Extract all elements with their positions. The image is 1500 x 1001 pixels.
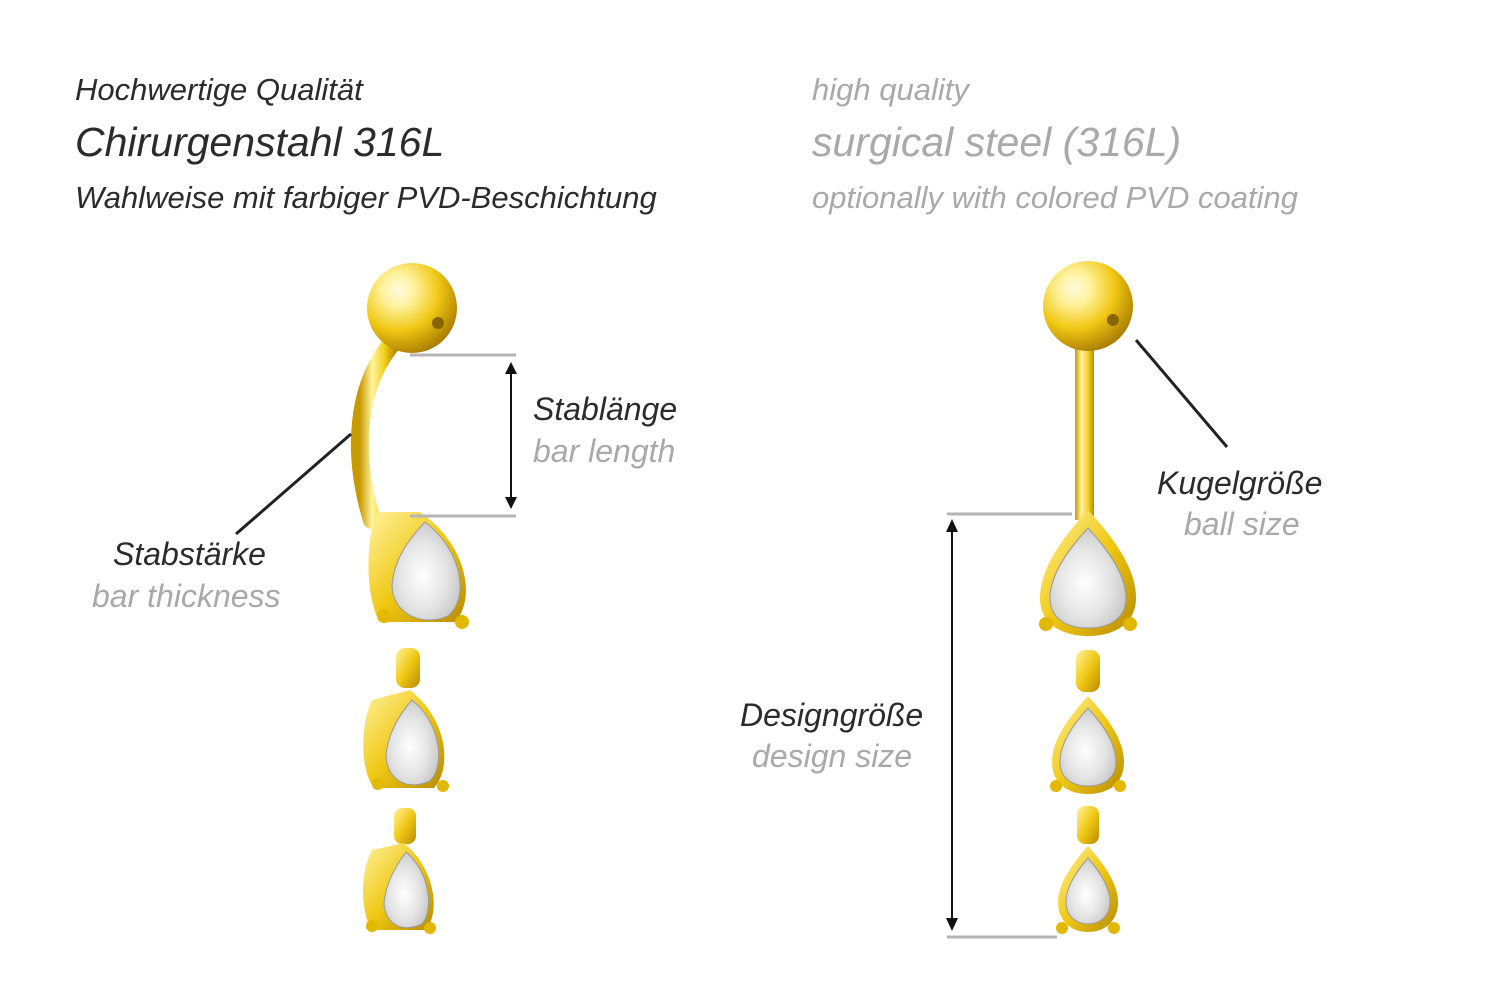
- header-de-quality: Hochwertige Qualität: [75, 72, 363, 107]
- left-gem-1: [368, 512, 469, 629]
- label-bar-length-en: bar length: [533, 433, 676, 469]
- bar-thickness-pointer: [235, 432, 352, 536]
- label-ball-size-en: ball size: [1184, 506, 1300, 542]
- design-size-dimension: [946, 512, 1072, 939]
- right-gem-2: [1050, 696, 1126, 794]
- right-gem-3: [1056, 846, 1120, 934]
- left-gem-3: [363, 843, 436, 934]
- right-gem-1: [1039, 510, 1137, 636]
- left-link-1: [396, 648, 420, 688]
- ball-size-pointer: [1134, 339, 1229, 448]
- right-piercing: [1039, 261, 1137, 934]
- left-piercing: [350, 263, 469, 934]
- label-bar-thickness-de: Stabstärke: [113, 536, 266, 572]
- header-de-coating: Wahlweise mit farbiger PVD-Beschichtung: [75, 180, 657, 215]
- right-link-2: [1077, 806, 1099, 844]
- bar-length-dimension: [410, 353, 517, 518]
- right-straight-bar: [1075, 330, 1094, 520]
- left-gem-2: [363, 690, 449, 792]
- label-design-size-en: design size: [752, 738, 913, 774]
- left-curved-bar: [350, 331, 404, 529]
- label-bar-length-de: Stablänge: [533, 391, 678, 427]
- right-link-1: [1076, 650, 1100, 692]
- header-en-coating: optionally with colored PVD coating: [812, 180, 1298, 215]
- right-top-ball: [1043, 261, 1133, 351]
- header-en-quality: high quality: [812, 72, 969, 107]
- header-en-material: surgical steel (316L): [812, 119, 1182, 165]
- label-ball-size-de: Kugelgröße: [1157, 465, 1323, 501]
- label-bar-thickness-en: bar thickness: [92, 578, 281, 614]
- header-de-material: Chirurgenstahl 316L: [75, 119, 445, 165]
- label-design-size-de: Designgröße: [740, 697, 924, 733]
- left-top-ball: [367, 263, 457, 353]
- left-link-2: [394, 808, 416, 844]
